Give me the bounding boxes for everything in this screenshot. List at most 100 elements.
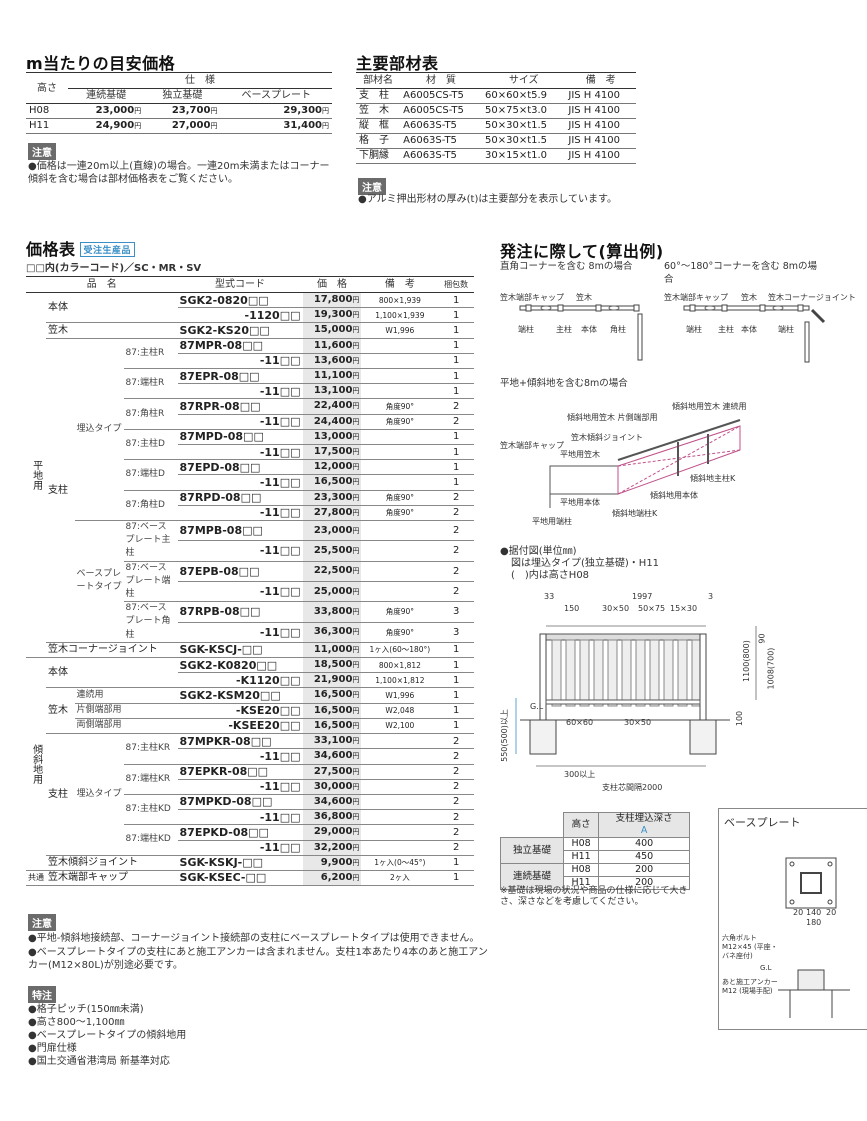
label: 笠木	[741, 293, 757, 302]
example-3-label: 平地+傾斜地を含む8mの場合	[500, 378, 628, 389]
label: 傾斜地端柱K	[612, 509, 658, 518]
price: 31,400	[283, 120, 322, 131]
baseplate-drawing	[778, 857, 850, 1018]
feature-3: ●ベースプレートタイプの傾斜地用	[28, 1030, 187, 1041]
baseplate-panel	[718, 808, 867, 1030]
label: 笠木傾斜ジョイント	[571, 433, 643, 442]
row-height: H08	[26, 103, 68, 119]
note-badge: 注意	[358, 178, 386, 195]
group-flat: 平地用	[26, 292, 46, 659]
unit-price-title: m当たりの目安価格	[26, 54, 176, 73]
example-3-diagram	[549, 419, 741, 508]
made-to-order-tag: 受注生産品	[79, 242, 136, 257]
feature-4: ●門扉仕様	[28, 1043, 77, 1054]
col-material: 材 質	[400, 74, 482, 89]
label: 傾斜地用笠木 連続用	[672, 402, 747, 411]
table-row: -11□□24,400円角度90°2	[26, 414, 474, 430]
col-size: サイズ	[481, 74, 566, 89]
price: 23,700	[171, 105, 211, 116]
depth-note: ※基礎は現場の状況や商品の仕様に応じて大きさ、深さなどを考慮してください。	[500, 886, 688, 907]
table-row: H11 24,900円 27,000円 31,400円	[26, 118, 332, 134]
table-row: -11□□27,800円角度90°2	[26, 505, 474, 522]
divider	[26, 72, 332, 73]
example-1-diagram	[519, 304, 643, 361]
install-sub-1: 図は埋込タイプ(独立基礎)・H11	[511, 558, 660, 569]
price: 23,000	[95, 105, 135, 116]
example-2-diagram	[683, 304, 826, 363]
note-text: ●アルミ押出形材の厚み(t)は主要部分を表示しています。	[358, 194, 618, 205]
install-sub-2: ( )内は高さH08	[511, 570, 590, 581]
col-base: ベースプレート	[220, 88, 332, 104]
col-cont: 連続基礎	[68, 88, 145, 104]
label: 本体	[581, 325, 597, 334]
label: 笠木	[576, 293, 592, 302]
label: 端柱	[686, 325, 702, 334]
baseplate-title: ベースプレート	[724, 816, 801, 829]
label: 本体	[741, 325, 757, 334]
label: 笠木端部キャップ	[664, 293, 728, 302]
price-table: 品 名 型式コード 価 格 備 考 梱包数 平地用 本体 SGK2-0820□□…	[26, 278, 474, 887]
note-badge: 注意	[28, 914, 56, 931]
install-drawing	[515, 625, 757, 767]
unit-price-table: 高さ 仕 様 連続基礎 独立基礎 ベースプレート H08 23,000円 23,…	[26, 74, 332, 134]
note-text-2: ●ベースプレートタイプの支柱にあと施工アンカーは含まれません。支柱1本あたり4本…	[28, 947, 488, 971]
divider	[26, 276, 474, 277]
label: 平地用本体	[560, 498, 600, 507]
table-row: -11□□36,300円角度90°3	[26, 622, 474, 643]
label: 笠木コーナージョイント	[768, 293, 856, 302]
price-table-title: 価格表受注生産品	[26, 236, 136, 260]
feature-2: ●高さ800～1,100㎜	[28, 1017, 125, 1028]
label: 平地用端柱	[532, 517, 572, 526]
install-title: ●据付図(単位㎜)	[500, 546, 577, 557]
col-spec: 仕 様	[68, 74, 332, 89]
group-slope: 傾斜地用	[26, 657, 46, 871]
price: 29,300	[283, 105, 322, 116]
label: 主柱	[556, 325, 572, 334]
feature-badge: 特注	[28, 986, 56, 1003]
divider	[356, 72, 636, 73]
feature-1: ●格子ピッチ(150㎜未満)	[28, 1004, 144, 1015]
table-row: H08 23,000円 23,700円 29,300円	[26, 103, 332, 119]
label: 笠木端部キャップ	[500, 293, 564, 302]
col-remark: 備 考	[565, 74, 636, 89]
col-part: 部材名	[356, 74, 401, 89]
label: 角柱	[610, 325, 626, 334]
note-badge: 注意	[28, 143, 56, 160]
color-code: □□内(カラーコード)／SC・MR・SV	[26, 263, 202, 274]
note-text-1: ●平地-傾斜地接続部、コーナージョイント接続部の支柱にベースプレートタイプは使用…	[28, 933, 480, 944]
label: 端柱	[518, 325, 534, 334]
col-height: 高さ	[26, 74, 68, 104]
